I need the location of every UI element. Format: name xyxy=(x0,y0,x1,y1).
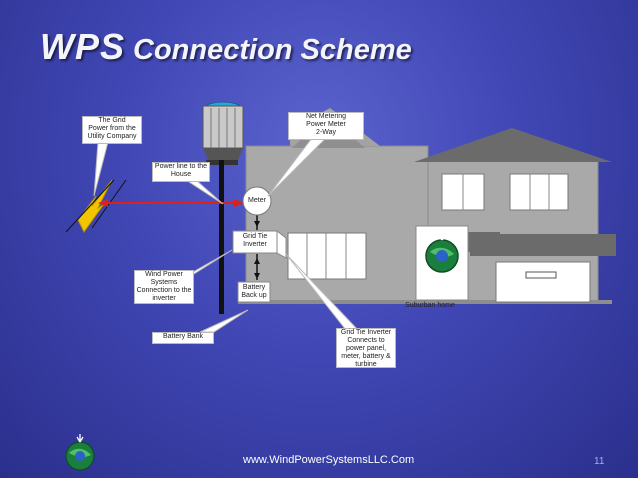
meter-label: Meter xyxy=(248,197,266,204)
house-main-roof xyxy=(414,128,612,162)
wind-connection-callout: Wind Power Systems Connection to the inv… xyxy=(134,270,194,304)
inverter-box xyxy=(232,229,287,259)
inverter-label: Grid Tie Inverter xyxy=(242,233,268,248)
house-label: Suburban home xyxy=(405,302,455,309)
power-line-callout: Power line to the House xyxy=(152,162,210,182)
footer-globe-logo-icon xyxy=(65,434,95,471)
net-metering-callout: Net Metering Power Meter 2-Way xyxy=(288,112,364,140)
house-ground xyxy=(238,300,612,304)
grid-power-line xyxy=(98,199,244,207)
inverter-connects-callout: Grid Tie Inverter Connects to power pane… xyxy=(336,328,396,368)
battery-bank-callout: Battery Bank xyxy=(152,332,214,344)
turbine-pole xyxy=(219,160,224,314)
meter-circle xyxy=(242,186,272,216)
wind-turbine-icon xyxy=(202,101,244,165)
garage-door xyxy=(495,261,591,303)
grid-callout: The Grid Power from the Utility Company xyxy=(82,116,142,144)
battery-label: Battery Back up xyxy=(241,284,267,299)
title-abbrev: WPS xyxy=(40,26,126,67)
garage-handle xyxy=(525,271,557,279)
footer-url: www.WindPowerSystemsLLC.Com xyxy=(243,454,415,466)
battery-box xyxy=(237,281,271,303)
lightning-icon xyxy=(65,179,127,233)
title-text: Connection Scheme xyxy=(133,34,412,66)
globe-logo-icon xyxy=(425,230,459,273)
power-line-tail xyxy=(184,179,224,205)
house-garage-roof xyxy=(470,234,616,256)
page-number: 11 xyxy=(594,456,605,467)
window-upper-right xyxy=(509,173,569,211)
